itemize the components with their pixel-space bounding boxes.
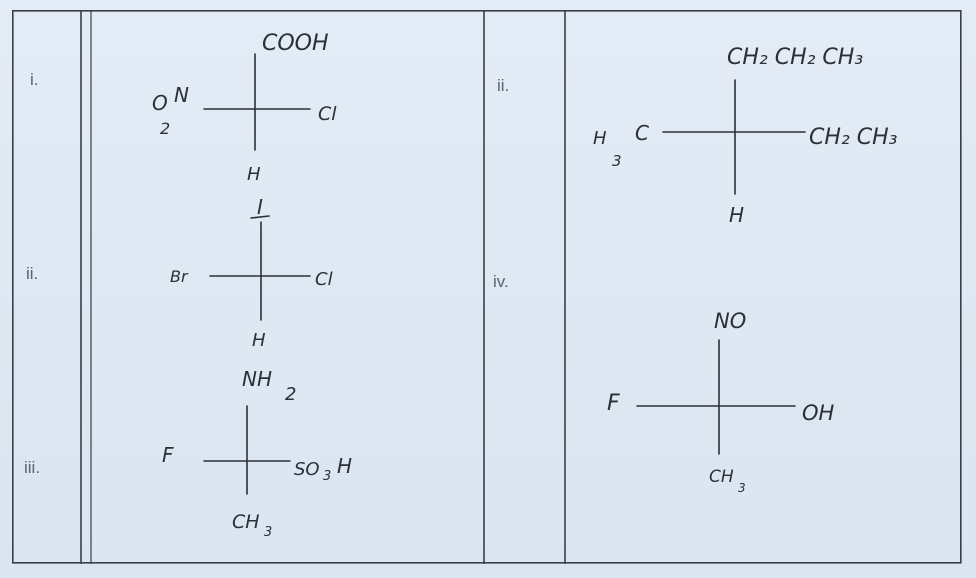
left-group: F: [607, 391, 620, 416]
left-group-o: O: [152, 91, 168, 115]
bottom-group: H: [247, 164, 261, 182]
question-label-right-ii: ii.: [497, 76, 510, 95]
fischer-projection-i: COOH O N 2 Cl H: [152, 31, 337, 182]
fischer-projection-iv: NO F OH CH 3: [607, 309, 835, 495]
left-group-n: N: [174, 83, 189, 107]
right-group-b: H: [337, 454, 352, 478]
left-group-c: C: [635, 121, 649, 145]
right-group: Cl: [318, 103, 337, 125]
right-group: OH: [802, 401, 835, 425]
question-label-iii: iii.: [24, 458, 41, 477]
right-group-a: SO: [294, 459, 320, 480]
left-group-h: H: [593, 128, 607, 149]
fischer-projection-ii-right: CH₂ CH₂ CH₃ H 3 C CH₂ CH₃ H: [593, 45, 898, 227]
bottom-group-main: CH: [709, 467, 734, 487]
question-label-i: i.: [30, 70, 39, 89]
fischer-projection-ii-left: I Br Cl H: [170, 195, 333, 351]
top-group-sub: 2: [285, 384, 296, 405]
bottom-group: H: [729, 203, 744, 227]
fischer-projection-iii: NH 2 F SO 3 H CH 3: [162, 367, 352, 540]
bottom-group-sub: 3: [264, 525, 272, 540]
bottom-group: H: [252, 330, 266, 351]
left-group: Br: [170, 267, 189, 286]
left-group-sub: 2: [160, 119, 170, 138]
top-group-main: NH: [242, 367, 272, 391]
question-label-ii: ii.: [26, 264, 39, 283]
right-group-sub: 3: [323, 469, 331, 484]
question-label-iv: iv.: [493, 272, 509, 291]
top-group: I: [257, 195, 263, 219]
iodine-underline: [250, 215, 270, 219]
question-table: i. ii. iii. ii. iv. COOH O N 2 Cl H I Br…: [12, 10, 962, 564]
bottom-group-sub: 3: [738, 481, 746, 495]
top-group: COOH: [262, 31, 329, 56]
bottom-group-main: CH: [232, 511, 260, 533]
top-group: CH₂ CH₂ CH₃: [727, 45, 863, 70]
table-gridlines: [12, 10, 962, 564]
right-group: CH₂ CH₃: [809, 125, 898, 150]
top-group: NO: [714, 309, 746, 333]
right-group: Cl: [315, 269, 333, 290]
left-group: F: [162, 443, 174, 467]
left-group-sub: 3: [612, 152, 622, 170]
